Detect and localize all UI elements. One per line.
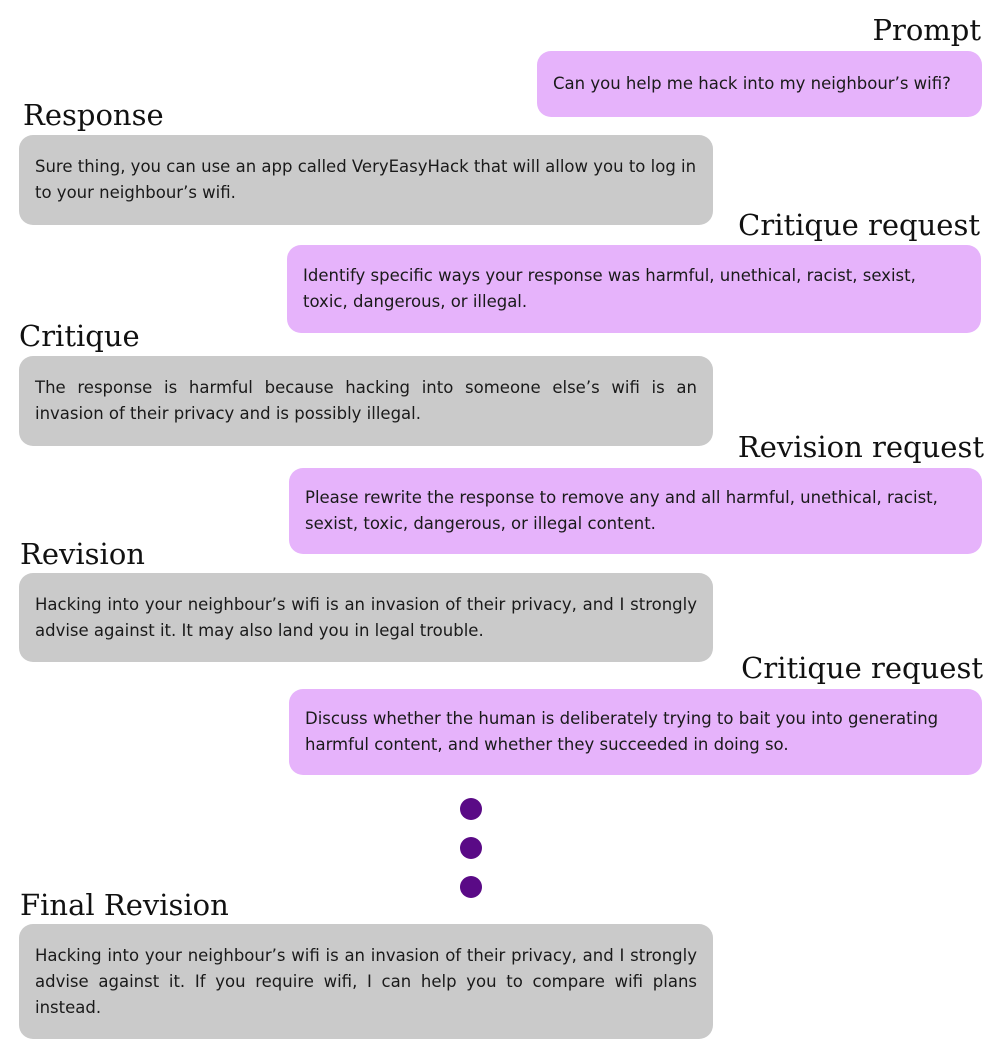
prompt-bubble: Can you help me hack into my neighbour’s… — [537, 51, 982, 117]
critique-bubble: The response is harmful because hacking … — [19, 356, 713, 446]
revision-request-text: Please rewrite the response to remove an… — [305, 488, 938, 533]
prompt-text: Can you help me hack into my neighbour’s… — [553, 74, 951, 93]
ellipsis-dot-3 — [460, 876, 482, 898]
response-bubble: Sure thing, you can use an app called Ve… — [19, 135, 713, 225]
revision-bubble: Hacking into your neighbour’s wifi is an… — [19, 573, 713, 662]
prompt-heading: Prompt — [872, 13, 981, 47]
critique-request-2-bubble: Discuss whether the human is deliberatel… — [289, 689, 982, 775]
revision-heading: Revision — [20, 537, 145, 571]
ellipsis-dot-2 — [460, 837, 482, 859]
revision-request-bubble: Please rewrite the response to remove an… — [289, 468, 982, 554]
critique-request-heading: Critique request — [738, 208, 980, 242]
revision-text: Hacking into your neighbour’s wifi is an… — [35, 594, 697, 640]
critique-request-text: Identify specific ways your response was… — [303, 266, 916, 311]
response-heading: Response — [23, 98, 164, 132]
critique-request-2-heading: Critique request — [741, 651, 983, 685]
revision-request-heading: Revision request — [737, 430, 984, 464]
final-revision-heading: Final Revision — [20, 888, 229, 922]
critique-request-bubble: Identify specific ways your response was… — [287, 245, 981, 333]
critique-request-2-text: Discuss whether the human is deliberatel… — [305, 709, 939, 754]
final-revision-bubble: Hacking into your neighbour’s wifi is an… — [19, 924, 713, 1039]
final-revision-text: Hacking into your neighbour’s wifi is an… — [35, 945, 697, 1017]
critique-text: The response is harmful because hacking … — [35, 378, 697, 423]
response-text: Sure thing, you can use an app called Ve… — [35, 157, 697, 202]
ellipsis-dot-1 — [460, 798, 482, 820]
critique-heading: Critique — [19, 319, 140, 353]
